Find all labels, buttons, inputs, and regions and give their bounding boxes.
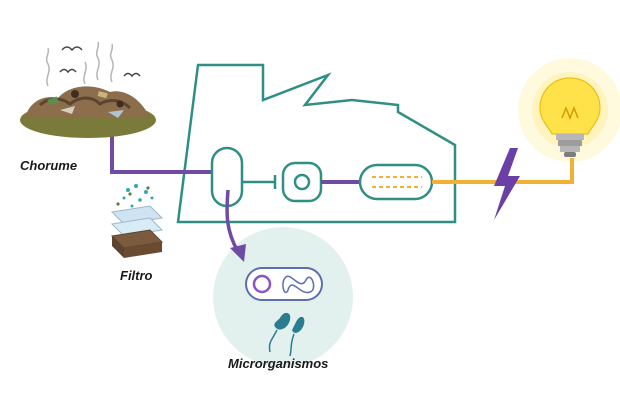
cell-icon [245,267,323,301]
arrow-to-microorganisms [225,189,240,253]
reactor-tank-3 [358,163,434,201]
energy-pipe [432,158,574,184]
garbage-pile-icon [20,86,156,138]
bird-icon [59,46,141,78]
tank-inner-circle [293,173,311,191]
filter-layers-icon [110,184,164,258]
light-bulb-icon [539,77,601,157]
leachate-pipe [110,135,220,188]
bacteria-icon [268,312,305,357]
odor-lines-icon [45,41,114,87]
lightning-bolt-icon [494,148,520,220]
microorganisms-label: Microrganismos [228,356,329,371]
filter-label: Filtro [120,268,153,283]
arrow-head [230,244,246,262]
tank-3-dashes [372,176,422,188]
factory-icon [176,63,457,224]
leachate-label: Chorume [20,158,78,173]
